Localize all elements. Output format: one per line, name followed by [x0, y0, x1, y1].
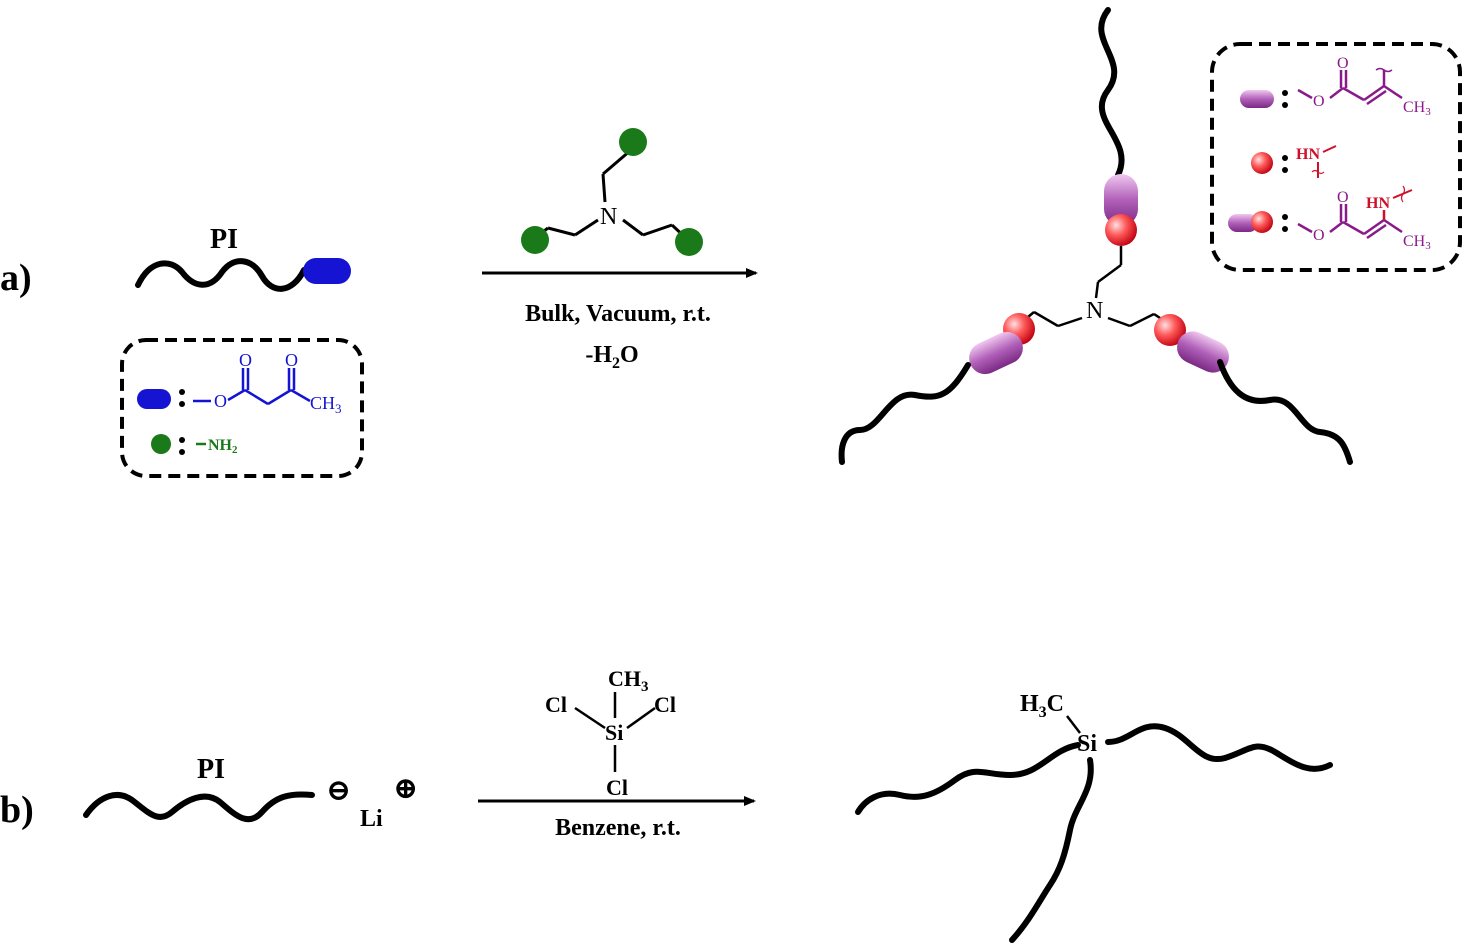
mtcs-bonds: [574, 692, 656, 772]
anion-charge: ⊖: [326, 774, 351, 807]
legend-red-ball: [1251, 152, 1273, 174]
legend-row3-o-carbonyl: O: [1337, 189, 1349, 206]
cation-charge: ⊕: [393, 772, 418, 805]
legend-combo-capsule: [1228, 214, 1258, 232]
product-b-arm-down: [1009, 757, 1094, 943]
tren-amine-left: [521, 226, 549, 254]
legend-row1-ch3: CH3: [1403, 99, 1431, 118]
legend-row3-o-ester: O: [1313, 227, 1325, 244]
product-b-arm-right: [1105, 723, 1333, 772]
legend-row3-ch3: CH3: [1403, 233, 1431, 252]
product-arm-right-chain: [1217, 359, 1353, 465]
legend-row1-o-carbonyl: O: [1337, 55, 1349, 72]
tren-amine-top: [619, 128, 647, 156]
mtcs-methyl: CH3: [608, 666, 649, 695]
acetoacetate-structure: [193, 368, 311, 406]
panel-a-label: a): [0, 257, 32, 299]
acetoacetate-o-carbonyl2: O: [285, 350, 298, 370]
mtcs-cl-bottom: Cl: [606, 775, 628, 800]
tren-amine-right: [675, 228, 703, 256]
panel-b-label: b): [0, 789, 34, 831]
pi-chain-b: [83, 791, 315, 823]
product-left-linker: [969, 331, 1023, 375]
product-arm-left-chain: [838, 362, 971, 465]
legend-green-dot: [151, 434, 171, 454]
legend-blue-capsule: [137, 389, 171, 409]
product-top-linker: [1104, 174, 1138, 226]
product-b-methyl: H3C: [1020, 691, 1064, 721]
legend-row3-structure: [1297, 204, 1403, 240]
mtcs-cl-left: Cl: [545, 692, 567, 717]
acetoacetate-o-ester: O: [214, 391, 227, 411]
legend-row2-hn: HN: [1296, 146, 1320, 163]
product-b-arm-left: [855, 742, 1081, 815]
legend-row1-o-ester: O: [1313, 93, 1325, 110]
legend-purple-capsule: [1240, 90, 1274, 108]
product-right-linker: [1177, 331, 1229, 373]
acetoacetate-ch3: CH3: [310, 393, 342, 416]
product-b-si: Si: [1077, 731, 1097, 757]
legend-row1-structure: [1297, 67, 1403, 106]
product-arm-top-chain: [1098, 7, 1125, 178]
acetoacetate-end-group: [303, 258, 351, 284]
lithium-label: Li: [360, 806, 383, 832]
pi-chain-a: [135, 258, 307, 292]
product-core-nitrogen: N: [1086, 298, 1103, 324]
product-right-ball: [1154, 314, 1186, 346]
legend-box-right: [1210, 42, 1462, 272]
pi-label-a: PI: [210, 224, 238, 255]
product-top-ball: [1105, 214, 1137, 246]
conditions-a-line2: -H2O: [585, 342, 638, 372]
amine-label: NH2: [208, 437, 238, 456]
conditions-a-line1: Bulk, Vacuum, r.t.: [525, 301, 711, 327]
legend-combo-ball: [1251, 211, 1273, 233]
pi-label-b: PI: [197, 754, 225, 785]
tren-nitrogen: N: [600, 204, 617, 230]
mtcs-si: Si: [605, 720, 623, 745]
tren-structure: [534, 148, 690, 242]
legend-box-left: [120, 338, 364, 478]
legend-row3-hn: HN: [1366, 195, 1390, 212]
legend-row2-bonds: [1311, 145, 1337, 178]
conditions-b: Benzene, r.t.: [555, 815, 681, 841]
mtcs-cl-right: Cl: [654, 692, 676, 717]
acetoacetate-o-carbonyl1: O: [239, 350, 252, 370]
